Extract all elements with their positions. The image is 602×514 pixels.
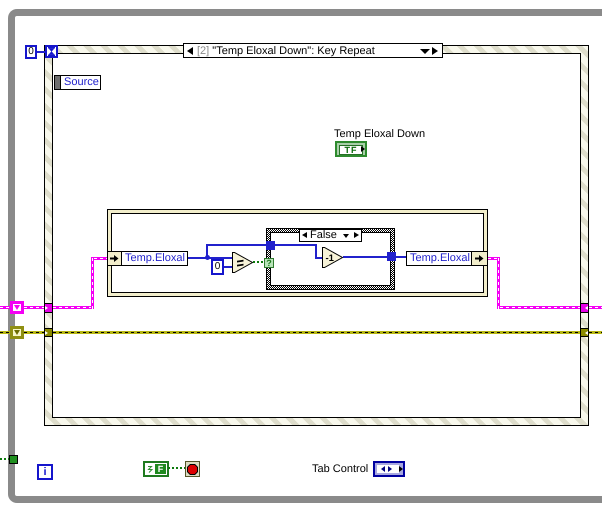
svg-text:-1: -1 [326,253,335,264]
